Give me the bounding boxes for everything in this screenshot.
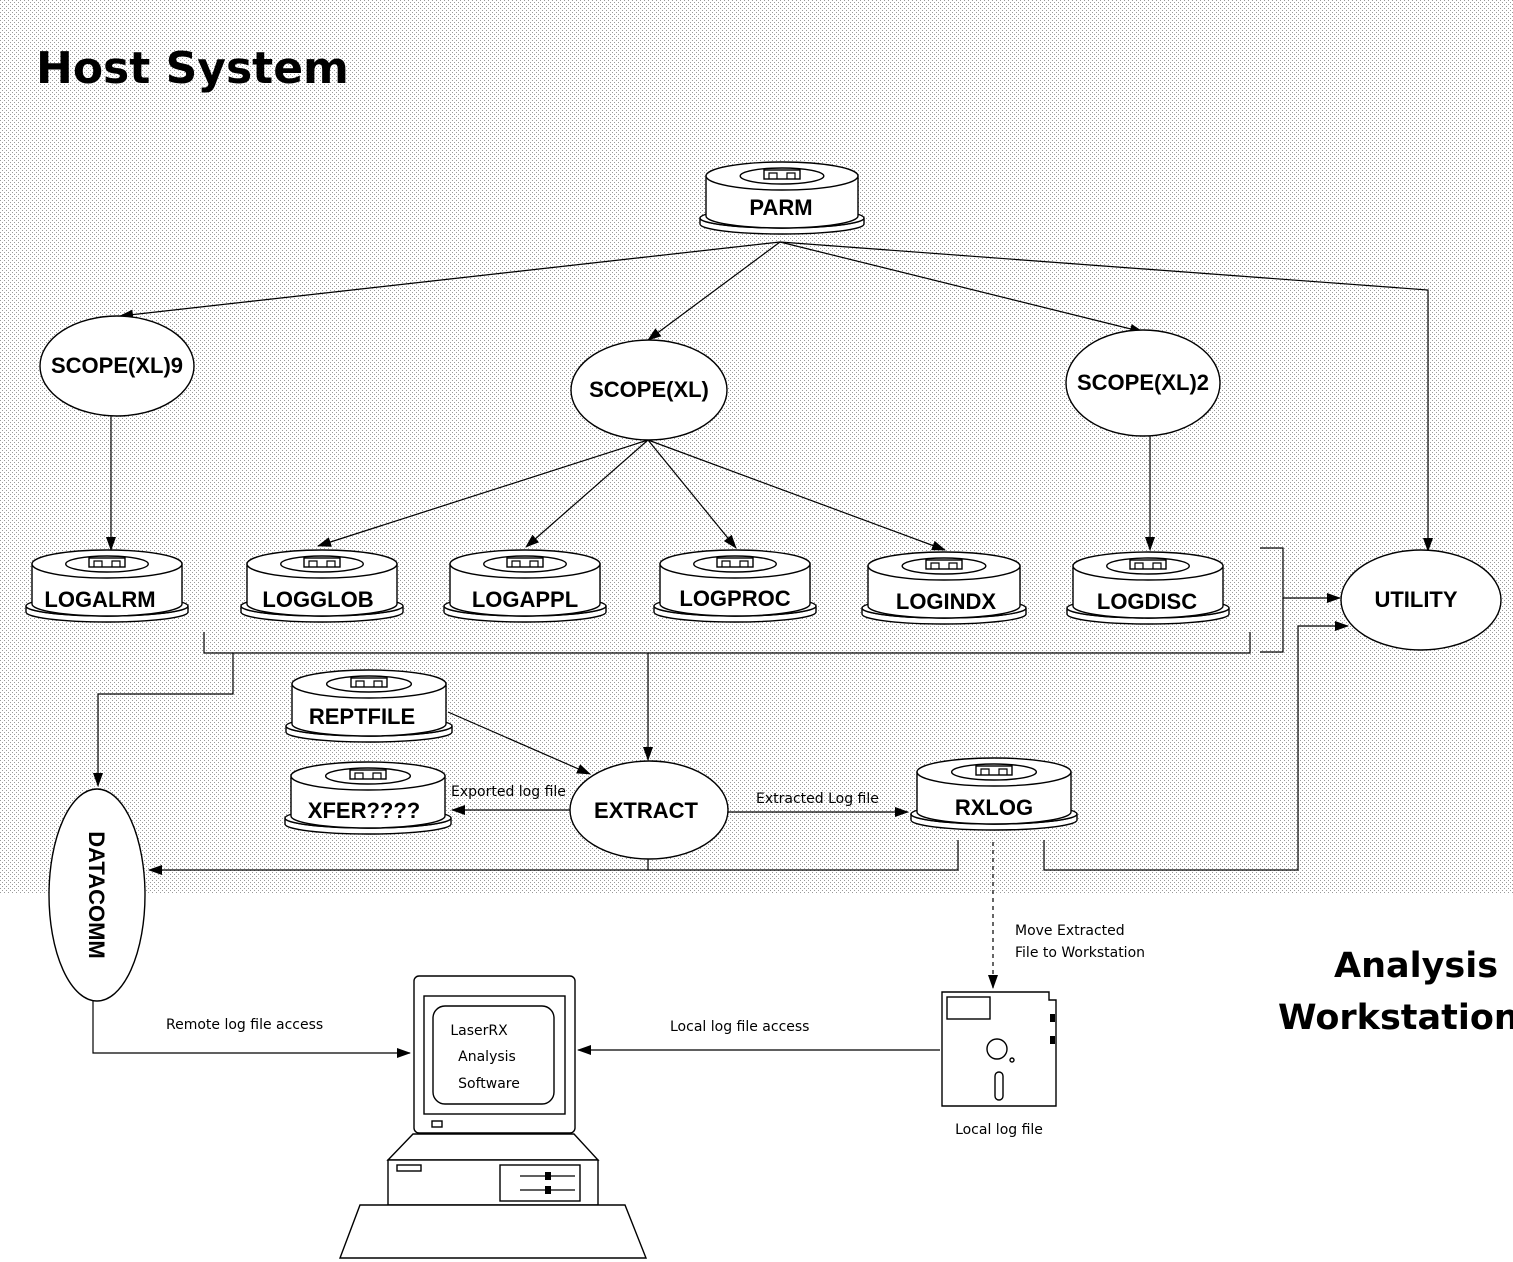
floppy-label: Local log file <box>955 1122 1043 1138</box>
disk-parm <box>699 161 865 235</box>
edge-datacomm-to-computer <box>92 1000 411 1058</box>
process-scope2-label: SCOPE(XL)2 <box>1077 370 1209 395</box>
floppy-disk-icon <box>941 991 1057 1107</box>
edge-scope-to-logglob <box>317 439 649 547</box>
label-remote-access: Remote log file access <box>166 1017 323 1033</box>
host-system-title: Host System <box>36 43 349 94</box>
processes: SCOPE(XL)9 SCOPE(XL) SCOPE(XL)2 UTILITY … <box>39 315 1502 1002</box>
connectors <box>92 241 1433 1058</box>
disk-rxlog-label: RXLOG <box>955 795 1033 820</box>
process-datacomm-shape <box>48 788 146 1002</box>
process-scope2-shape <box>1065 329 1221 437</box>
disk-logappl-label: LOGAPPL <box>472 587 578 612</box>
logfiles-right-bracket <box>1260 547 1284 653</box>
process-extract-label: EXTRACT <box>594 798 698 823</box>
base-unit-slot <box>396 1164 422 1172</box>
disk-xfer-label: XFER???? <box>308 798 420 823</box>
disk-logproc <box>653 549 817 623</box>
disk-rxlog <box>910 757 1078 831</box>
disk-parm-label: PARM <box>749 195 812 220</box>
edge-parm-to-utility <box>779 241 1433 552</box>
disk-logindx-label: LOGINDX <box>896 589 997 614</box>
disk-drums <box>25 161 1230 835</box>
disk-logdisc <box>1066 551 1230 625</box>
base-unit-top <box>386 1133 600 1161</box>
power-led <box>431 1120 443 1128</box>
process-utility-shape <box>1340 549 1502 651</box>
disk-reptfile <box>285 669 453 743</box>
disk-labels: PARM LOGALRM LOGGLOB LOGAPPL LOGPROC LOGINDX L… <box>44 195 1197 823</box>
process-scope-shape <box>570 339 728 441</box>
edge-reptfile-to-extract <box>447 711 591 775</box>
edge-scope-to-logindx <box>647 439 946 551</box>
screen-line-2: Analysis <box>458 1049 516 1065</box>
disk-xfer <box>284 761 452 835</box>
disk-logglob-label: LOGGLOB <box>262 587 373 612</box>
edge-parm-to-scope <box>647 241 781 341</box>
workstation-title-line2: Workstation <box>1278 998 1513 1038</box>
disk-logappl <box>443 549 607 623</box>
process-datacomm-label: DATACOMM <box>84 831 109 959</box>
edge-rxlog-to-datacomm <box>148 840 959 875</box>
label-move-extracted-2: File to Workstation <box>1015 945 1145 961</box>
disk-logalrm-label: LOGALRM <box>44 587 155 612</box>
disk-logproc-label: LOGPROC <box>679 586 790 611</box>
disk-logindx <box>861 551 1027 625</box>
disk-logglob <box>240 549 404 623</box>
workstation-title-line1: Analysis <box>1334 946 1498 986</box>
label-local-access: Local log file access <box>670 1019 809 1035</box>
edge-parm-to-scope9 <box>119 241 781 320</box>
edge-scope-to-logproc <box>647 439 737 549</box>
drive-bay <box>499 1164 581 1202</box>
disk-reptfile-label: REPTFILE <box>309 704 415 729</box>
label-extracted-log-file: Extracted Log file <box>756 791 879 807</box>
label-exported-log-file: Exported log file <box>451 784 566 800</box>
logfiles-group-bracket <box>203 632 1251 654</box>
monitor-screen <box>432 1005 555 1105</box>
edge-parm-to-scope2 <box>779 241 1144 334</box>
keyboard <box>338 1204 648 1259</box>
disk-logdisc-label: LOGDISC <box>1097 589 1197 614</box>
edge-rxlog-to-utility <box>1043 621 1349 871</box>
process-scope9-label: SCOPE(XL)9 <box>51 353 183 378</box>
disk-logalrm <box>25 549 189 623</box>
edge-scope-to-logappl <box>525 439 649 548</box>
screen-line-1: LaserRX <box>450 1023 508 1039</box>
computer-icon: LaserRX Analysis Software <box>338 975 648 1259</box>
label-move-extracted-1: Move Extracted <box>1015 923 1125 939</box>
process-extract-shape <box>569 760 729 860</box>
host-system-region <box>0 0 1513 893</box>
process-scope-label: SCOPE(XL) <box>589 377 709 402</box>
process-utility-label: UTILITY <box>1374 587 1457 612</box>
edge-labels: Exported log file Extracted Log file Mov… <box>166 784 1145 1035</box>
edge-logfiles-to-datacomm <box>93 653 234 787</box>
process-scope9-shape <box>39 315 195 417</box>
screen-line-3: Software <box>458 1076 520 1092</box>
